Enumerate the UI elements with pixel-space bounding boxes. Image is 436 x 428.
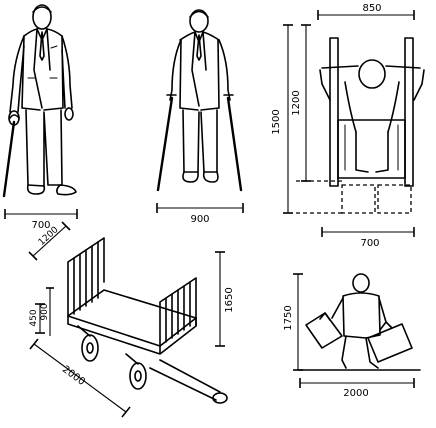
man-crutch-shoulders	[179, 31, 220, 41]
man-crutch-right-shoe	[182, 171, 199, 183]
traveler-head	[352, 273, 370, 293]
left-crutch	[156, 96, 174, 192]
label-man-cane-width: 700	[31, 220, 50, 231]
wheelchair-user-head	[358, 59, 386, 89]
traveler-torso	[342, 292, 381, 339]
wheelchair-seat	[337, 119, 406, 179]
man-cane-hair	[32, 6, 52, 13]
cart-tow-hitch	[212, 392, 228, 404]
label-cart-handle-height: 1650	[224, 287, 235, 312]
wheelchair-footrest-right	[377, 184, 412, 214]
label-suitcases-width: 2000	[343, 388, 368, 399]
wheelchair-seat-lines	[344, 124, 399, 171]
man-crutch-head	[189, 9, 209, 33]
label-cart-height-b: 900	[40, 303, 50, 320]
man-crutch-lapels	[191, 31, 207, 107]
figure-man-with-crutches: 900	[156, 9, 244, 225]
cart-tow-bar	[149, 359, 221, 401]
label-man-crutches-width: 900	[190, 214, 209, 225]
figure-man-with-suitcases: 1750 2000	[283, 273, 421, 399]
cart-deck	[67, 289, 197, 347]
cart-wheel-front-left	[129, 362, 147, 390]
man-crutch-hair	[189, 10, 209, 18]
man-cane-tie	[39, 31, 45, 61]
figure-man-with-cane: 700	[2, 4, 78, 231]
wheelchair-left-wheel	[329, 37, 339, 187]
man-crutch-tie	[196, 34, 202, 61]
man-cane-right-arm	[9, 35, 25, 113]
wheelchair-user-legs	[355, 131, 389, 173]
suitcase-left-handle	[319, 312, 331, 321]
man-cane-hand-left	[64, 107, 74, 121]
suitcase-left	[305, 312, 343, 349]
traveler-arms	[331, 297, 387, 323]
suitcase-right	[367, 323, 413, 363]
suitcase-right-handle	[379, 321, 393, 331]
cart-axles	[77, 325, 139, 365]
cart-wheel-rear-left	[81, 334, 99, 362]
label-wheelchair-height-inner: 1200	[291, 90, 302, 115]
man-crutch-left-shoe	[202, 171, 219, 183]
man-cane-legs	[25, 109, 63, 187]
cane	[2, 120, 16, 198]
figure-wheelchair-top-view: 850 1500 1200 700	[271, 3, 425, 249]
dim-line-2000-cart	[33, 343, 127, 413]
figure-luggage-cart: 1200 450 900 1650 2000	[28, 221, 235, 418]
label-cart-height-a: 450	[29, 309, 39, 326]
right-crutch	[226, 96, 243, 192]
cane-handle	[9, 114, 20, 119]
man-cane-pockets	[27, 45, 58, 79]
traveler-legs	[341, 335, 379, 369]
wheelchair-user-arms	[319, 69, 425, 101]
label-wheelchair-depth: 700	[360, 238, 379, 249]
label-wheelchair-height-outer: 1500	[271, 109, 282, 134]
man-crutch-jacket	[179, 39, 220, 111]
label-cart-length: 2000	[60, 364, 87, 388]
man-cane-shoulders	[23, 28, 63, 37]
cart-front-rack-bars	[165, 281, 191, 343]
man-crutch-legs	[182, 109, 218, 173]
man-cane-head	[32, 4, 52, 30]
wheelchair-user-torso	[344, 81, 400, 133]
wheelchair-user-shoulder-line	[321, 65, 421, 69]
dim-line-1200-cart	[32, 225, 67, 257]
man-cane-left-arm	[61, 35, 73, 109]
label-suitcases-height: 1750	[283, 305, 294, 330]
wheelchair-right-wheel	[404, 37, 414, 187]
man-cane-left-shoe	[56, 184, 77, 196]
label-wheelchair-width-top: 850	[362, 3, 381, 14]
man-cane-lapels	[33, 28, 51, 109]
man-crutch-arms	[169, 39, 231, 101]
cart-rear-rack-bars	[73, 241, 99, 315]
man-cane-right-shoe	[26, 184, 46, 195]
wheelchair-footrest-left	[341, 184, 376, 214]
